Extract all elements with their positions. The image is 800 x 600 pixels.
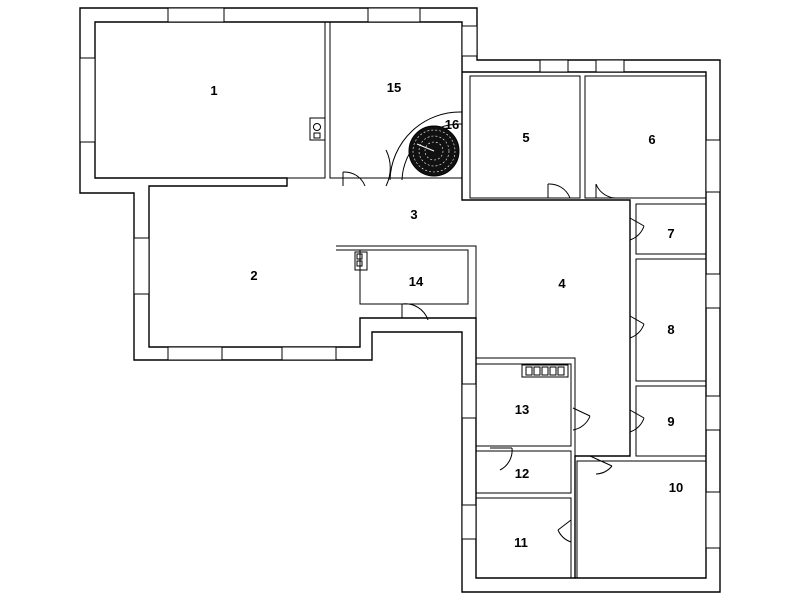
- outer-walls: [79, 7, 721, 593]
- window: [461, 25, 478, 57]
- door: [572, 407, 591, 431]
- room-5-outline: [469, 75, 581, 199]
- room-7-outline: [635, 203, 707, 255]
- chimney-icon: [309, 117, 326, 141]
- window: [79, 57, 96, 143]
- window: [133, 237, 150, 295]
- room-label-10: 10: [669, 480, 683, 495]
- room-label-16: 16: [445, 117, 459, 132]
- window: [167, 7, 225, 23]
- room-label-8: 8: [667, 322, 674, 337]
- window: [367, 7, 421, 23]
- room-1-outline: [94, 21, 326, 179]
- door: [547, 183, 571, 199]
- room-label-11: 11: [514, 535, 528, 550]
- radiator-icon: [521, 364, 569, 378]
- window: [461, 383, 477, 419]
- window: [705, 491, 721, 549]
- room-label-9: 9: [667, 414, 674, 429]
- window: [705, 139, 721, 193]
- door: [589, 455, 613, 475]
- window: [705, 395, 721, 431]
- spiral-staircase-icon: [408, 125, 460, 177]
- door: [557, 519, 572, 543]
- room-label-3: 3: [410, 207, 417, 222]
- window: [539, 59, 569, 73]
- room-label-13: 13: [515, 402, 529, 417]
- door: [629, 217, 645, 241]
- room-label-2: 2: [250, 268, 257, 283]
- window: [461, 504, 477, 540]
- room-13-top-wall: [476, 357, 576, 456]
- window: [167, 346, 223, 361]
- room-8-outline: [635, 258, 707, 382]
- stair-landing-arc: [389, 111, 463, 181]
- room-label-15: 15: [387, 80, 401, 95]
- outer-wall-inner: [94, 21, 631, 579]
- window: [595, 59, 625, 73]
- room-14-outline: [359, 249, 469, 305]
- windows: [79, 7, 721, 549]
- door: [385, 149, 391, 187]
- room-label-6: 6: [648, 132, 655, 147]
- outer-wall-outer: [79, 7, 721, 593]
- door: [401, 303, 429, 321]
- door: [595, 183, 619, 199]
- door: [629, 315, 645, 339]
- room-label-4: 4: [558, 276, 566, 291]
- room-label-7: 7: [667, 226, 674, 241]
- room-labels: 1 2 3 4 5 6 7 8 9 10 11 12 13 14 15 16: [210, 80, 683, 550]
- room-label-5: 5: [522, 130, 529, 145]
- door: [629, 409, 645, 433]
- window: [281, 346, 337, 361]
- door: [342, 171, 366, 187]
- room-10-outline: [576, 460, 707, 579]
- room-label-14: 14: [409, 274, 424, 289]
- room-12-outline: [475, 450, 572, 494]
- window: [705, 273, 721, 309]
- doors: [342, 149, 645, 543]
- door: [490, 447, 513, 471]
- room-label-12: 12: [515, 466, 529, 481]
- interior-walls: [94, 21, 707, 579]
- chimney-icon: [354, 251, 368, 271]
- room-6-outline: [584, 75, 707, 199]
- room-label-1: 1: [210, 83, 217, 98]
- room-14-wall: [336, 245, 477, 318]
